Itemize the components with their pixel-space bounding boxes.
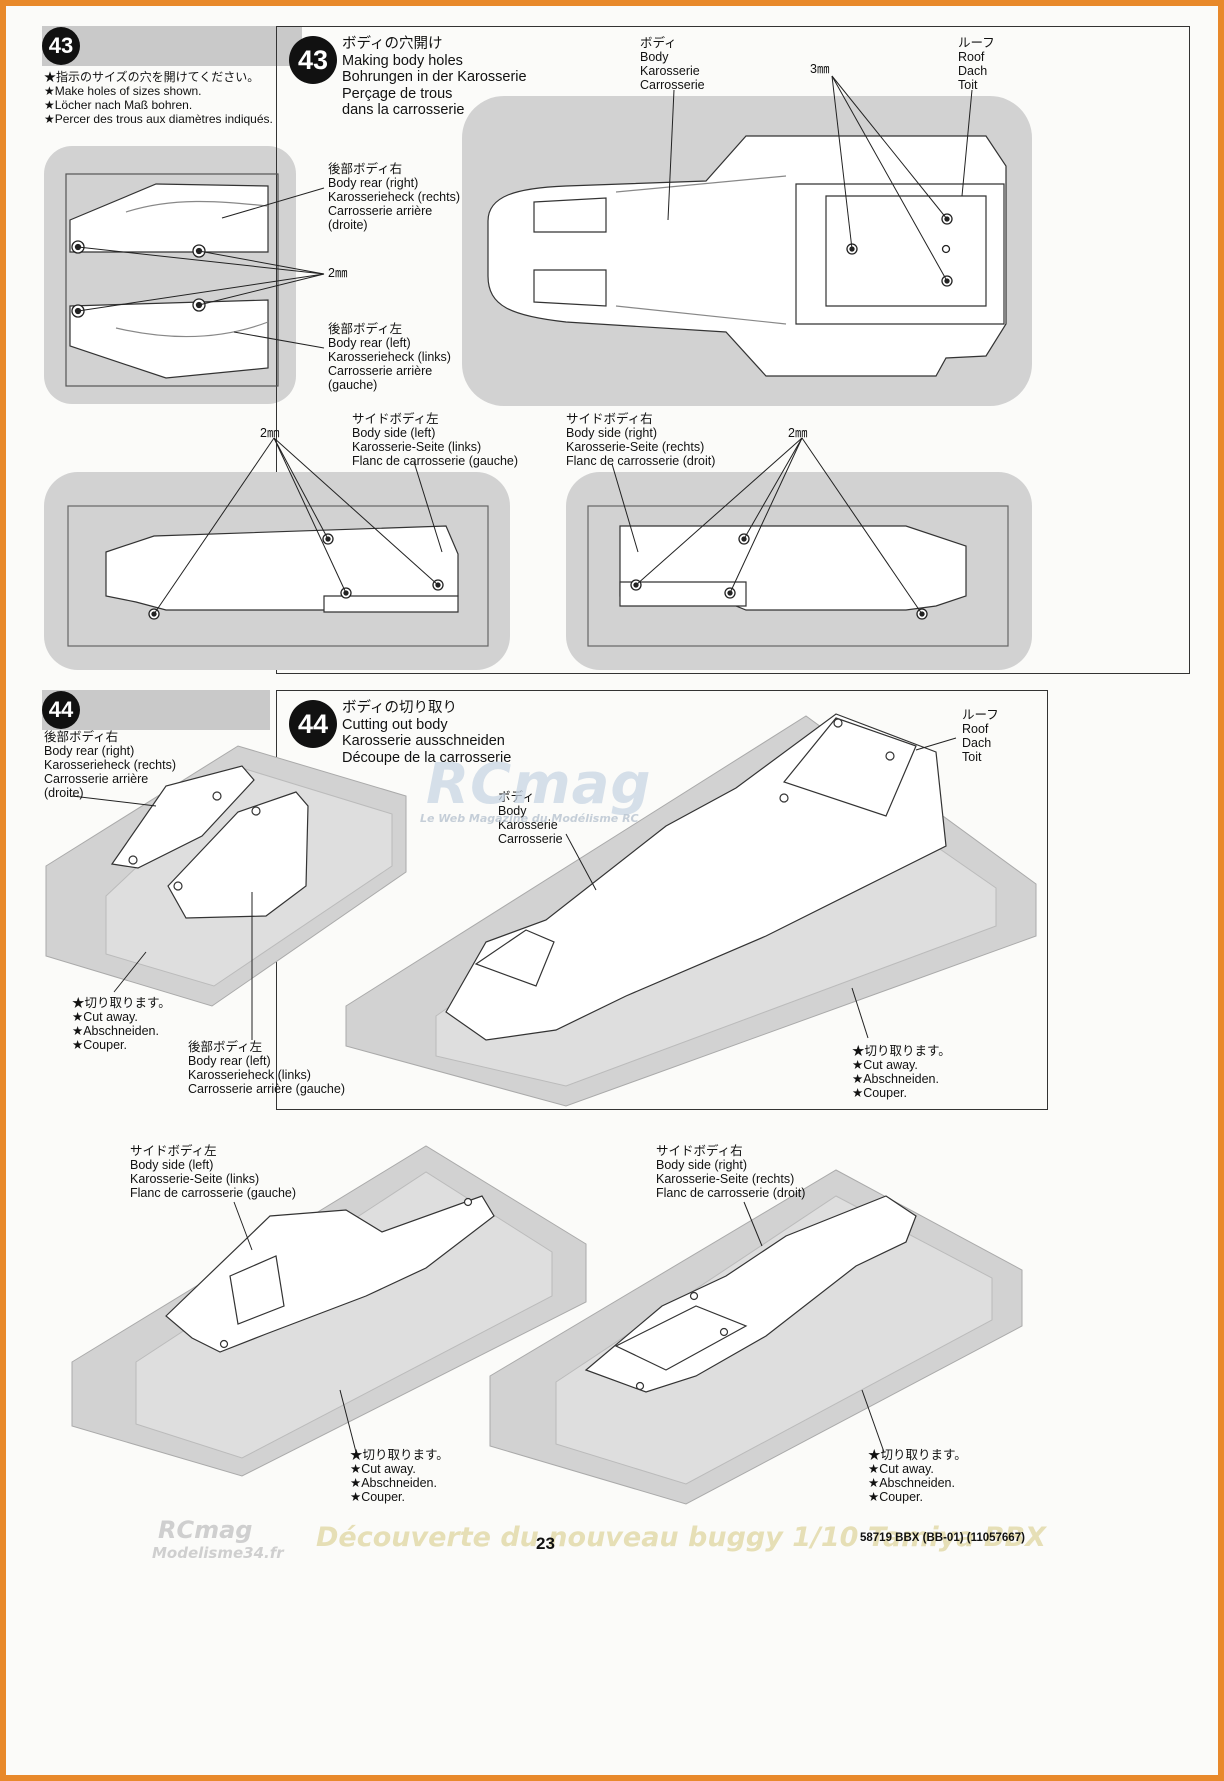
iso-side-left-leaders <box>233 1201 357 1453</box>
center-watermark-tagline: Le Web Magazine du Modélisme RC <box>420 812 639 825</box>
label-44-body-side-right: サイドボディ右 Body side (right) Karosserie-Sei… <box>656 1144 806 1200</box>
label-43-body-side-left: サイドボディ左 Body side (left) Karosserie-Seit… <box>352 412 519 468</box>
page-number: 23 <box>536 1534 555 1553</box>
label-43-body-rear-right: 後部ボディ右 Body rear (right) Karosserieheck … <box>328 162 460 232</box>
footer-watermark-caption: Découverte du nouveau buggy 1/10 Tamiya … <box>316 1522 1046 1553</box>
step-44-title-badge: 44 <box>289 700 337 748</box>
iso-body-leaders <box>565 737 957 1039</box>
label-43-body: ボディ Body Karosserie Carrosserie <box>640 36 705 92</box>
iso-side-right-leaders <box>743 1201 885 1453</box>
label-43-roof: ルーフ Roof Dach Toit <box>958 36 995 92</box>
step-43-title: ボディの穴開け Making body holes Bohrungen in d… <box>342 36 527 118</box>
label-44-body-rear-right: 後部ボディ右 Body rear (right) Karosserieheck … <box>44 730 176 800</box>
rear-parts-drawing <box>65 173 279 387</box>
label-44-body-side-left: サイドボディ左 Body side (left) Karosserie-Seit… <box>130 1144 297 1200</box>
step-43-instructions: ★指示のサイズの穴を開けてください。 ★Make holes of sizes … <box>44 70 273 126</box>
step-43-header-bar <box>42 26 302 66</box>
side-left-drawing <box>67 505 489 647</box>
footer-logo-site: Modelisme34.fr <box>152 1544 284 1562</box>
parts-illustration <box>45 75 1037 1505</box>
side-right-leaders <box>611 437 923 615</box>
step-43-frame <box>276 26 1190 674</box>
side-left-leaders <box>153 437 443 615</box>
iso-rear-left-part <box>167 791 309 919</box>
side-right-drawing <box>587 505 1009 647</box>
label-43-size-side-right: 2㎜ <box>788 426 808 440</box>
label-43-size-body: 3㎜ <box>810 62 830 76</box>
rear-leader-lines <box>77 187 325 349</box>
label-44-cut-body: ★切り取ります。 ★Cut away. ★Abschneiden. ★Coupe… <box>852 1044 951 1100</box>
label-43-size-rear: 2㎜ <box>328 266 348 280</box>
iso-body-part <box>445 713 947 1041</box>
iso-side-right-part <box>584 1195 917 1393</box>
iso-side-left-part <box>165 1195 495 1353</box>
step-44-header-bar <box>42 690 270 730</box>
label-43-size-side-left: 2㎜ <box>260 426 280 440</box>
label-44-cut-side-left: ★切り取ります。 ★Cut away. ★Abschneiden. ★Coupe… <box>350 1448 449 1504</box>
iso-rear-right-part <box>110 765 255 869</box>
label-44-cut-side-right: ★切り取ります。 ★Cut away. ★Abschneiden. ★Coupe… <box>868 1448 967 1504</box>
label-43-body-side-right: サイドボディ右 Body side (right) Karosserie-Sei… <box>566 412 716 468</box>
body-drawing <box>487 135 1007 377</box>
iso-rear-leaders <box>71 795 253 1040</box>
body-leader-lines <box>667 75 973 282</box>
step-44-title: ボディの切り取り Cutting out body Karosserie aus… <box>342 700 512 766</box>
label-43-body-rear-left: 後部ボディ左 Body rear (left) Karosserieheck (… <box>328 322 451 392</box>
footer-logo-rcmag: RCmag <box>158 1516 253 1544</box>
product-code: 58719 BBX (BB-01) (11057667) <box>860 1532 1025 1544</box>
label-44-body-rear-left: 後部ボディ左 Body rear (left) Karosserieheck (… <box>188 1040 346 1096</box>
label-44-body: ボディ Body Karosserie Carrosserie <box>498 790 563 846</box>
step-43-badge: 43 <box>42 27 80 65</box>
step-43-title-badge: 43 <box>289 36 337 84</box>
center-watermark-logo: RCmag <box>426 752 652 817</box>
step-44-badge: 44 <box>42 691 80 729</box>
label-44-cut-rear-right: ★切り取ります。 ★Cut away. ★Abschneiden. ★Coupe… <box>72 996 171 1052</box>
label-44-roof: ルーフ Roof Dach Toit <box>962 708 999 764</box>
